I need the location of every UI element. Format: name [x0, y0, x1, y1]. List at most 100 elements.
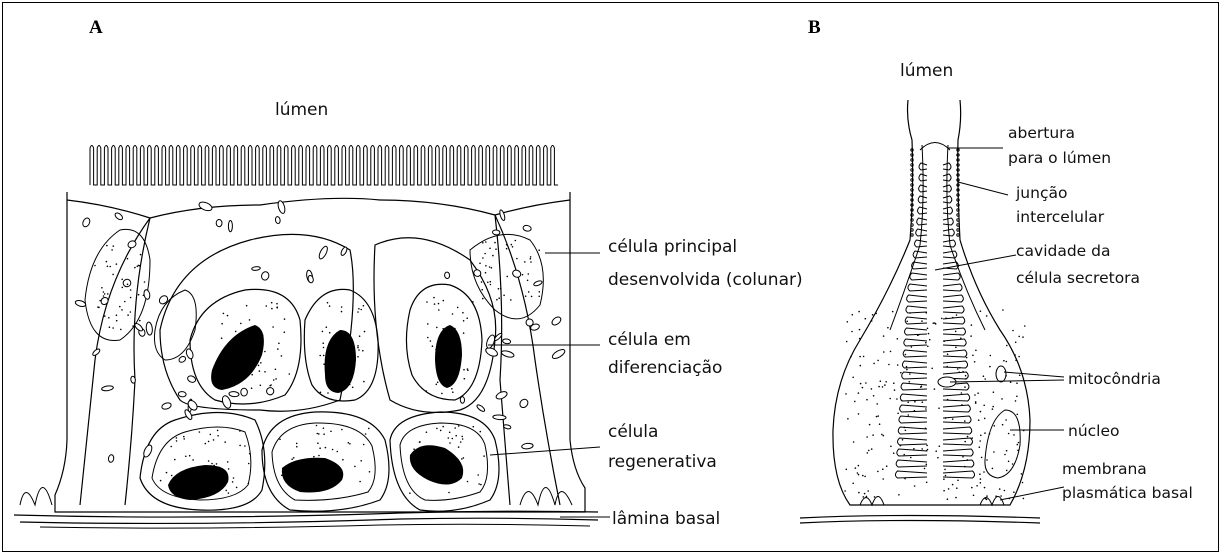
stipple-dot — [955, 331, 957, 333]
stipple-dot — [859, 329, 861, 331]
stipple-dot — [506, 276, 508, 278]
stipple-dot — [339, 361, 341, 363]
stipple-dot — [234, 354, 236, 356]
organelle — [134, 322, 144, 332]
label-regenerativa-2: regenerativa — [608, 452, 717, 472]
stipple-dot — [527, 280, 529, 282]
stipple-dot — [97, 306, 99, 308]
cavity-fold — [895, 471, 927, 478]
stipple-dot — [436, 384, 438, 386]
stipple-dot — [447, 478, 449, 480]
stipple-dot — [883, 435, 885, 437]
panel-a-lumen-label: lúmen — [275, 100, 328, 120]
stipple-dot — [981, 457, 983, 459]
stipple-dot — [264, 371, 266, 373]
stipple-dot — [319, 355, 321, 357]
stipple-dot — [183, 438, 185, 440]
stipple-dot — [1015, 400, 1017, 402]
stipple-dot — [957, 368, 959, 370]
stipple-dot — [248, 483, 250, 485]
stipple-dot — [104, 293, 106, 295]
stipple-dot — [871, 388, 873, 390]
stipple-dot — [1004, 454, 1006, 456]
stipple-a — [94, 240, 540, 496]
stipple-dot — [294, 483, 296, 485]
stipple-dot — [232, 481, 234, 483]
stipple-dot — [896, 398, 898, 400]
stipple-dot — [1015, 360, 1017, 362]
stipple-dot — [885, 381, 887, 383]
stipple-dot — [452, 438, 454, 440]
nucleus-b — [985, 410, 1020, 478]
stipple-dot — [281, 475, 283, 477]
stipple-dot — [338, 471, 340, 473]
stipple-dot — [962, 456, 964, 458]
stipple-dot — [455, 435, 457, 437]
stipple-dot — [445, 340, 447, 342]
stipple-dot — [452, 313, 454, 315]
cavity-fold — [905, 328, 927, 335]
stipple-dot — [221, 352, 223, 354]
stipple-dot — [851, 331, 853, 333]
junction-bead — [957, 224, 959, 226]
stipple-dot — [524, 261, 526, 263]
stipple-dot — [344, 357, 346, 359]
stipple-dot — [955, 347, 957, 349]
stipple-dot — [317, 442, 319, 444]
stipple-dot — [510, 299, 512, 301]
stipple-dot — [490, 284, 492, 286]
stipple-dot — [956, 487, 958, 489]
stipple-dot — [463, 369, 465, 371]
stipple-dot — [179, 494, 181, 496]
stipple-dot — [289, 373, 291, 375]
stipple-dot — [983, 471, 985, 473]
stipple-dot — [964, 466, 966, 468]
stipple-dot — [424, 454, 426, 456]
stipple-dot — [422, 459, 424, 461]
stipple-dot — [845, 393, 847, 395]
stipple-dot — [269, 385, 271, 387]
stipple-dot — [921, 448, 923, 450]
upper-cell-left — [160, 234, 353, 411]
stipple-dot — [357, 345, 359, 347]
stipple-dot — [193, 467, 195, 469]
stipple-dot — [459, 344, 461, 346]
stipple-dot — [867, 490, 869, 492]
basal-membrane-b — [800, 516, 1040, 519]
stipple-dot — [285, 474, 287, 476]
stipple-dot — [451, 453, 453, 455]
stipple-dot — [477, 474, 479, 476]
organelle — [241, 388, 248, 396]
stipple-dot — [964, 386, 966, 388]
stipple-dot — [904, 427, 906, 429]
stipple-dot — [232, 379, 234, 381]
stipple-dot — [106, 245, 108, 247]
stipple-dot — [323, 363, 325, 365]
stipple-dot — [124, 301, 126, 303]
stipple-dot — [242, 339, 244, 341]
stipple-dot — [175, 493, 177, 495]
organelle — [340, 246, 348, 256]
stipple-dot — [143, 295, 145, 297]
stipple-dot — [318, 455, 320, 457]
stipple-dot — [983, 375, 985, 377]
stipple-dot — [211, 463, 213, 465]
stipple-dot — [192, 459, 194, 461]
organelle — [101, 385, 113, 391]
cavity-fold — [943, 471, 975, 478]
stipple-dot — [854, 401, 856, 403]
cavity-fold — [943, 449, 973, 456]
stipple-dot — [868, 450, 870, 452]
cavity-fold — [943, 306, 964, 313]
stipple-dot — [160, 480, 162, 482]
stipple-dot — [323, 355, 325, 357]
stipple-dot — [538, 249, 540, 251]
stipple-dot — [364, 331, 366, 333]
stipple-dot — [960, 337, 962, 339]
stipple-dot — [241, 368, 243, 370]
stipple-dot — [860, 365, 862, 367]
stipple-dot — [489, 266, 491, 268]
stipple-dot — [941, 318, 943, 320]
stipple-dot — [103, 291, 105, 293]
stipple-dot — [452, 348, 454, 350]
